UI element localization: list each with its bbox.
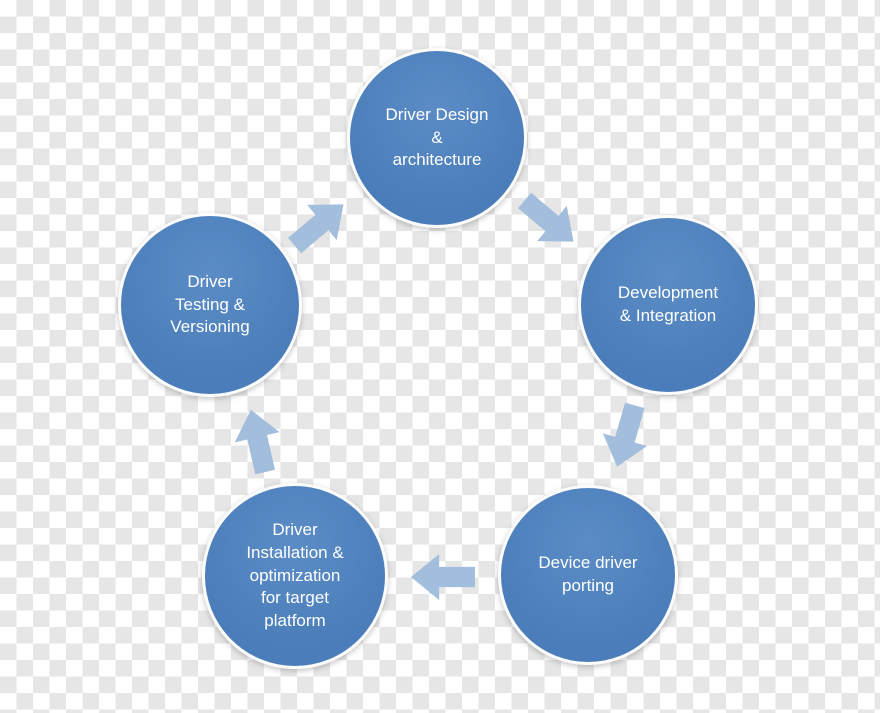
node-label: Driver Installation & optimization for t…: [246, 520, 344, 631]
arrow-development-to-porting-icon: [595, 399, 657, 473]
node-development-integration: Development & Integration: [578, 215, 758, 395]
node-label: Development & Integration: [617, 283, 719, 325]
node-label: Driver Design & architecture: [385, 104, 489, 170]
arrow-design-to-development-icon: [510, 183, 589, 259]
node-device-driver-porting: Device driver porting: [498, 485, 678, 665]
node-label: Driver Testing & Versioning: [170, 271, 250, 337]
node-driver-testing-versioning: Driver Testing & Versioning: [118, 213, 302, 397]
node-driver-design-architecture: Driver Design & architecture: [347, 48, 527, 228]
node-driver-installation-optimization: Driver Installation & optimization for t…: [202, 483, 388, 669]
node-label: Device driver porting: [538, 553, 638, 595]
arrow-porting-to-installation-icon: [411, 554, 475, 600]
arrow-testing-to-design-icon: [280, 187, 359, 263]
arrow-installation-to-testing-icon: [228, 405, 287, 478]
